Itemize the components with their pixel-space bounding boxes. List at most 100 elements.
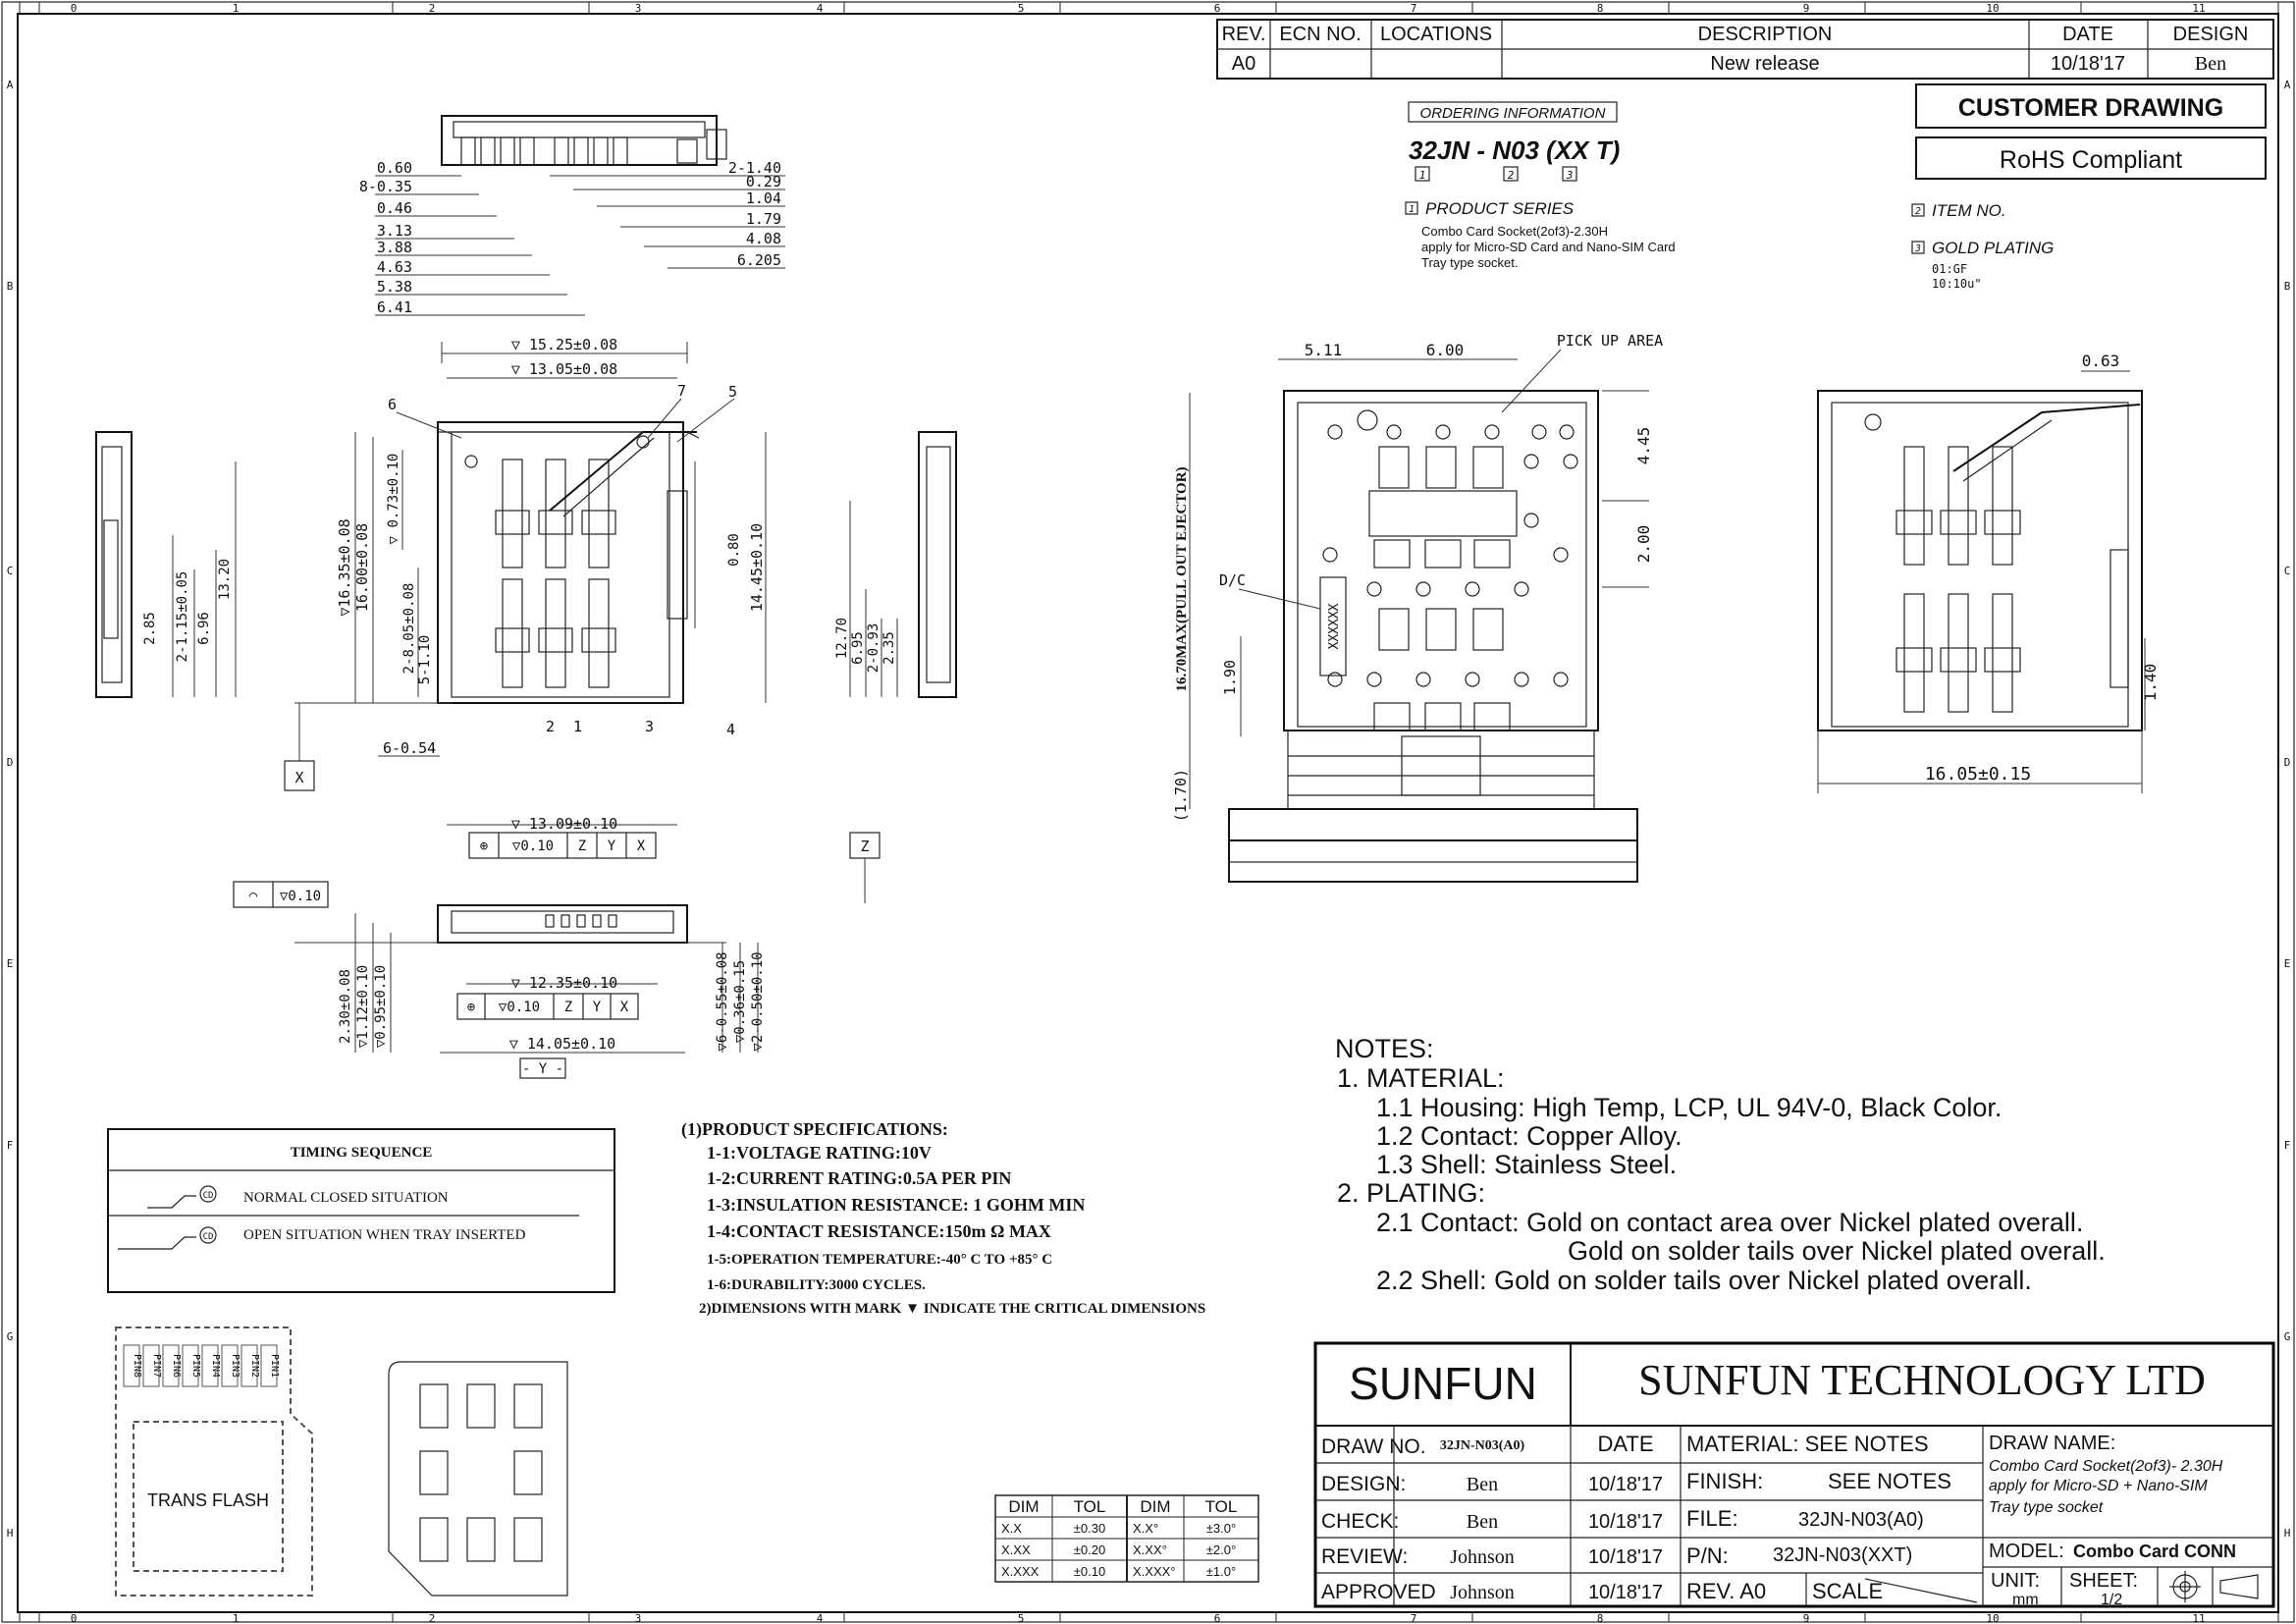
zone-col-top: 0 [71, 2, 78, 15]
card-pin-label: PIN8 [132, 1354, 142, 1378]
note-line: 2. PLATING: [1337, 1178, 1485, 1208]
dim-label: 13.20 [217, 559, 233, 600]
drawing-label: UNIT: [1991, 1570, 2040, 1592]
ordering-information: ORDERING INFORMATION 32JN - N03 (XX T) 1… [1405, 101, 2054, 291]
drawing-label: 4 [726, 721, 735, 738]
drawing-label: 16.70MAX(PULL OUT EJECTOR) [1174, 466, 1190, 691]
projection-symbol-icon [2169, 1571, 2259, 1602]
tol-cell: X.XX [1001, 1543, 1031, 1557]
tb-name: Johnson [1450, 1546, 1515, 1568]
tol-header: DIM [1008, 1497, 1039, 1516]
top-side-view [441, 115, 727, 166]
front-view: ▽ 13.09±0.10 ⊕ ▽0.10 Z Y X Z ◠ ▽0.10 ▽ 1… [233, 815, 881, 1079]
drawing-label: 3 [1914, 244, 1921, 254]
drawing-label: 1.40 [2141, 664, 2160, 702]
spec-line: (1)PRODUCT SPECIFICATIONS: [681, 1119, 948, 1140]
file-value: 32JN-N03(A0) [1798, 1509, 1924, 1531]
dim-label: 2-0.93 [866, 623, 881, 674]
svg-text:◠: ◠ [249, 889, 258, 904]
rohs-stamp: RoHS Compliant [1915, 136, 2267, 180]
dim-label: 8-0.35 [359, 178, 412, 195]
zone-col-top: 2 [429, 2, 436, 15]
note-line: 2.1 Contact: Gold on contact area over N… [1376, 1208, 2083, 1237]
zone-row-right: H [2284, 1527, 2291, 1540]
drawing-label: Z [564, 1000, 572, 1015]
tb-date: 10/18'17 [1588, 1582, 1663, 1603]
zone-row-right: A [2284, 79, 2291, 91]
zone-col-top: 8 [1597, 2, 1604, 15]
tb-date: 10/18'17 [1588, 1474, 1663, 1495]
drawing-label: Z [578, 839, 586, 854]
drawing-label: CD [203, 1191, 214, 1201]
tol-cell: X.XX° [1133, 1543, 1167, 1557]
zone-col-top: 5 [1018, 2, 1025, 15]
zone-col-top: 7 [1411, 2, 1417, 15]
timing-sequence-table: TIMING SEQUENCE CD NORMAL CLOSED SITUATI… [107, 1128, 615, 1293]
zone-col-bottom: 1 [233, 1612, 240, 1624]
date-header: DATE [2062, 24, 2113, 45]
zone-col-bottom: 8 [1597, 1612, 1604, 1624]
drawing-label: FILE: [1686, 1506, 1738, 1531]
tol-header: TOL [1074, 1497, 1106, 1516]
drawing-label: - Y - [522, 1061, 563, 1077]
drawing-label: 1 [1419, 169, 1426, 182]
drawing-label: apply for Micro-SD Card and Nano-SIM Car… [1421, 240, 1676, 254]
design-value: Ben [2195, 53, 2226, 75]
dim-label: 3.13 [377, 222, 412, 240]
drawing-label: CD [203, 1232, 214, 1242]
drawing-label: ▽0.10 [499, 1000, 540, 1015]
drawing-label: 6 [388, 396, 397, 413]
note-line: 1.3 Shell: Stainless Steel. [1376, 1150, 1677, 1179]
customer-drawing-stamp: CUSTOMER DRAWING [1915, 83, 2267, 129]
drawing-label: 01:GF [1932, 262, 1967, 276]
locations-header: LOCATIONS [1380, 24, 1492, 45]
zone-row-left: C [7, 565, 14, 577]
tb-date: 10/18'17 [1588, 1511, 1663, 1533]
drawing-label: 2-8.05±0.08 [401, 583, 417, 675]
card-pin-label: PIN7 [151, 1354, 162, 1378]
zone-col-bottom: 4 [817, 1612, 824, 1624]
zone-col-bottom: 5 [1018, 1612, 1025, 1624]
drawing-label: Y [593, 1000, 602, 1015]
dim-label: ▽1.12±0.10 [355, 965, 371, 1048]
dim-label: 5.38 [377, 278, 412, 296]
product-specifications: (1)PRODUCT SPECIFICATIONS:1-1:VOLTAGE RA… [681, 1119, 1205, 1317]
far-right-view: 0.63 1.40 16.05±0.15 [1817, 352, 2160, 793]
card-pin-label: PIN5 [190, 1354, 201, 1378]
card-pin-label: PIN3 [230, 1354, 240, 1378]
drawing-label: 1 [573, 718, 582, 735]
note-line: 1. MATERIAL: [1337, 1063, 1505, 1093]
zone-row-left: H [7, 1527, 14, 1540]
rohs-text: RoHS Compliant [2000, 146, 2182, 174]
svg-text:⊕: ⊕ [467, 1000, 476, 1015]
drawing-label: 1 [1409, 204, 1415, 215]
tol-header: TOL [1205, 1497, 1238, 1516]
zone-col-bottom: 7 [1411, 1612, 1417, 1624]
dim-label: 6.41 [377, 298, 412, 316]
front-view-dimensions: 2.30±0.08▽1.12±0.10▽0.95±0.10▽6-0.55±0.0… [338, 951, 766, 1051]
drawing-label: 5.11 [1305, 341, 1343, 359]
drawing-label: X [294, 769, 303, 786]
tb-label: DESIGN: [1321, 1473, 1406, 1495]
spec-line: 1-2:CURRENT RATING:0.5A PER PIN [707, 1168, 1011, 1188]
item-no-label: ITEM NO. [1932, 201, 2006, 220]
zone-row-left: G [7, 1330, 14, 1343]
dim-label: 6.95 [850, 631, 866, 665]
tol-cell: ±1.0° [1206, 1564, 1236, 1579]
spec-line: 1-3:INSULATION RESISTANCE: 1 GOHM MIN [707, 1195, 1085, 1215]
drawing-label: FINISH: [1686, 1469, 1763, 1493]
main-top-view: ▽ 15.25±0.08 ▽ 13.05±0.08 ▽16.35±0.08 16… [284, 336, 767, 791]
dim-label: ▽0.95±0.10 [373, 965, 389, 1048]
drawing-label: Y [608, 839, 616, 854]
drawing-label: Z [860, 838, 869, 855]
spec-line: 2)DIMENSIONS WITH MARK ▼ INDICATE THE CR… [699, 1301, 1205, 1317]
tol-cell: X.XXX° [1133, 1564, 1176, 1579]
drawing-label: (1.70) [1172, 769, 1190, 822]
ordering-code: 32JN - N03 (XX T) [1409, 135, 1620, 165]
drawing-label: 2.00 [1634, 525, 1653, 564]
drawing-label: 5 [728, 383, 737, 401]
